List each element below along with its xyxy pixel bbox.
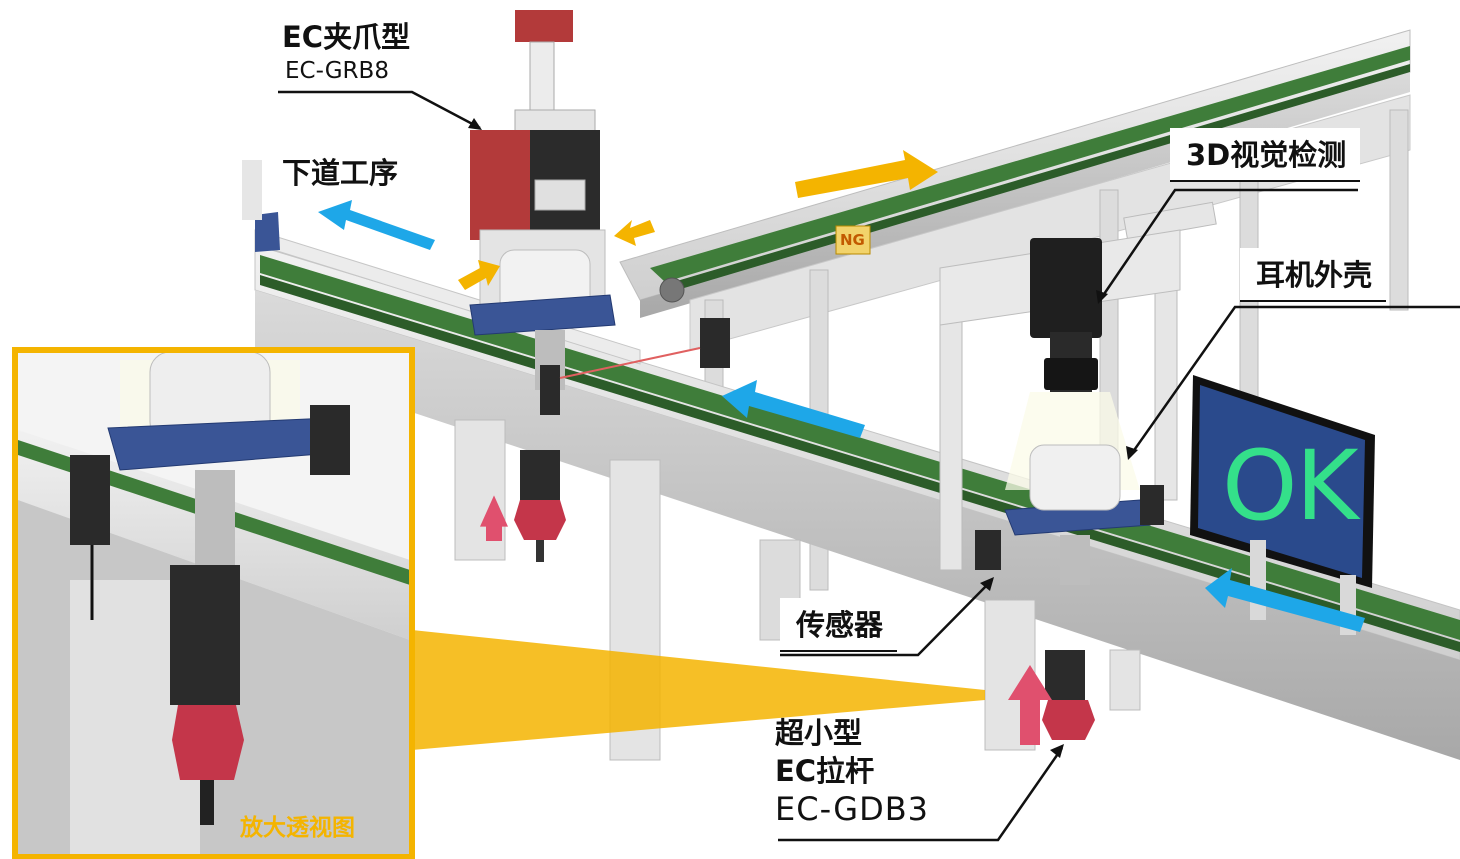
ng-tag bbox=[835, 225, 871, 255]
gripper-station bbox=[469, 10, 616, 562]
ng-tag-text: NG bbox=[840, 231, 865, 249]
leader-sensor bbox=[780, 579, 993, 657]
leader-pushrod bbox=[778, 747, 1064, 842]
arrowhead-earphone bbox=[1126, 446, 1138, 460]
earphone-case-label: 耳机外壳 bbox=[1240, 248, 1387, 302]
next-process-label: 下道工序 bbox=[282, 156, 399, 190]
arrowhead-vision bbox=[1096, 290, 1108, 304]
flow-arrow-to-ng bbox=[614, 220, 655, 246]
flow-arrow-incoming-main bbox=[1205, 568, 1365, 632]
leader-lines bbox=[278, 90, 1460, 842]
arrowhead-gripper bbox=[468, 118, 482, 130]
vision-label: 3D视觉检测 bbox=[1170, 128, 1361, 182]
flow-arrow-ng bbox=[795, 150, 938, 198]
arrowhead-sensor bbox=[980, 577, 994, 591]
inset-caption: 放大透视图 bbox=[240, 815, 355, 841]
leader-earphone bbox=[1128, 305, 1460, 457]
leader-gripper bbox=[278, 90, 481, 130]
pushrod-model-label: EC-GDB3 bbox=[775, 790, 930, 828]
gripper-title-label: EC夹爪型 bbox=[282, 20, 411, 54]
sensor-label: 传感器 bbox=[780, 598, 898, 652]
left-carrier-edge bbox=[242, 160, 280, 252]
vision-carrier bbox=[975, 444, 1164, 585]
vision-pushrod bbox=[1042, 650, 1095, 740]
flow-arrow-mid-main bbox=[722, 380, 865, 438]
lift-arrow-vision bbox=[1008, 665, 1052, 745]
ok-display-text: OK bbox=[1222, 430, 1359, 542]
ng-sensor bbox=[559, 318, 730, 379]
arrowhead-pushrod bbox=[1050, 744, 1064, 758]
ok-display bbox=[1190, 375, 1375, 635]
flow-arrow-next-process bbox=[318, 200, 435, 250]
leader-vision bbox=[1098, 188, 1358, 301]
gripper-model-label: EC-GRB8 bbox=[285, 58, 389, 84]
flow-arrow-to-gripper bbox=[458, 260, 500, 290]
leader-arrowheads bbox=[468, 118, 1138, 758]
inset-zoom-connector bbox=[412, 630, 985, 750]
pushrod-line2-label: EC拉杆 bbox=[775, 754, 875, 788]
pushrod-line1-label: 超小型 bbox=[775, 716, 863, 750]
inset-magnified-view bbox=[12, 347, 415, 859]
lift-arrow-gripper bbox=[480, 495, 508, 541]
